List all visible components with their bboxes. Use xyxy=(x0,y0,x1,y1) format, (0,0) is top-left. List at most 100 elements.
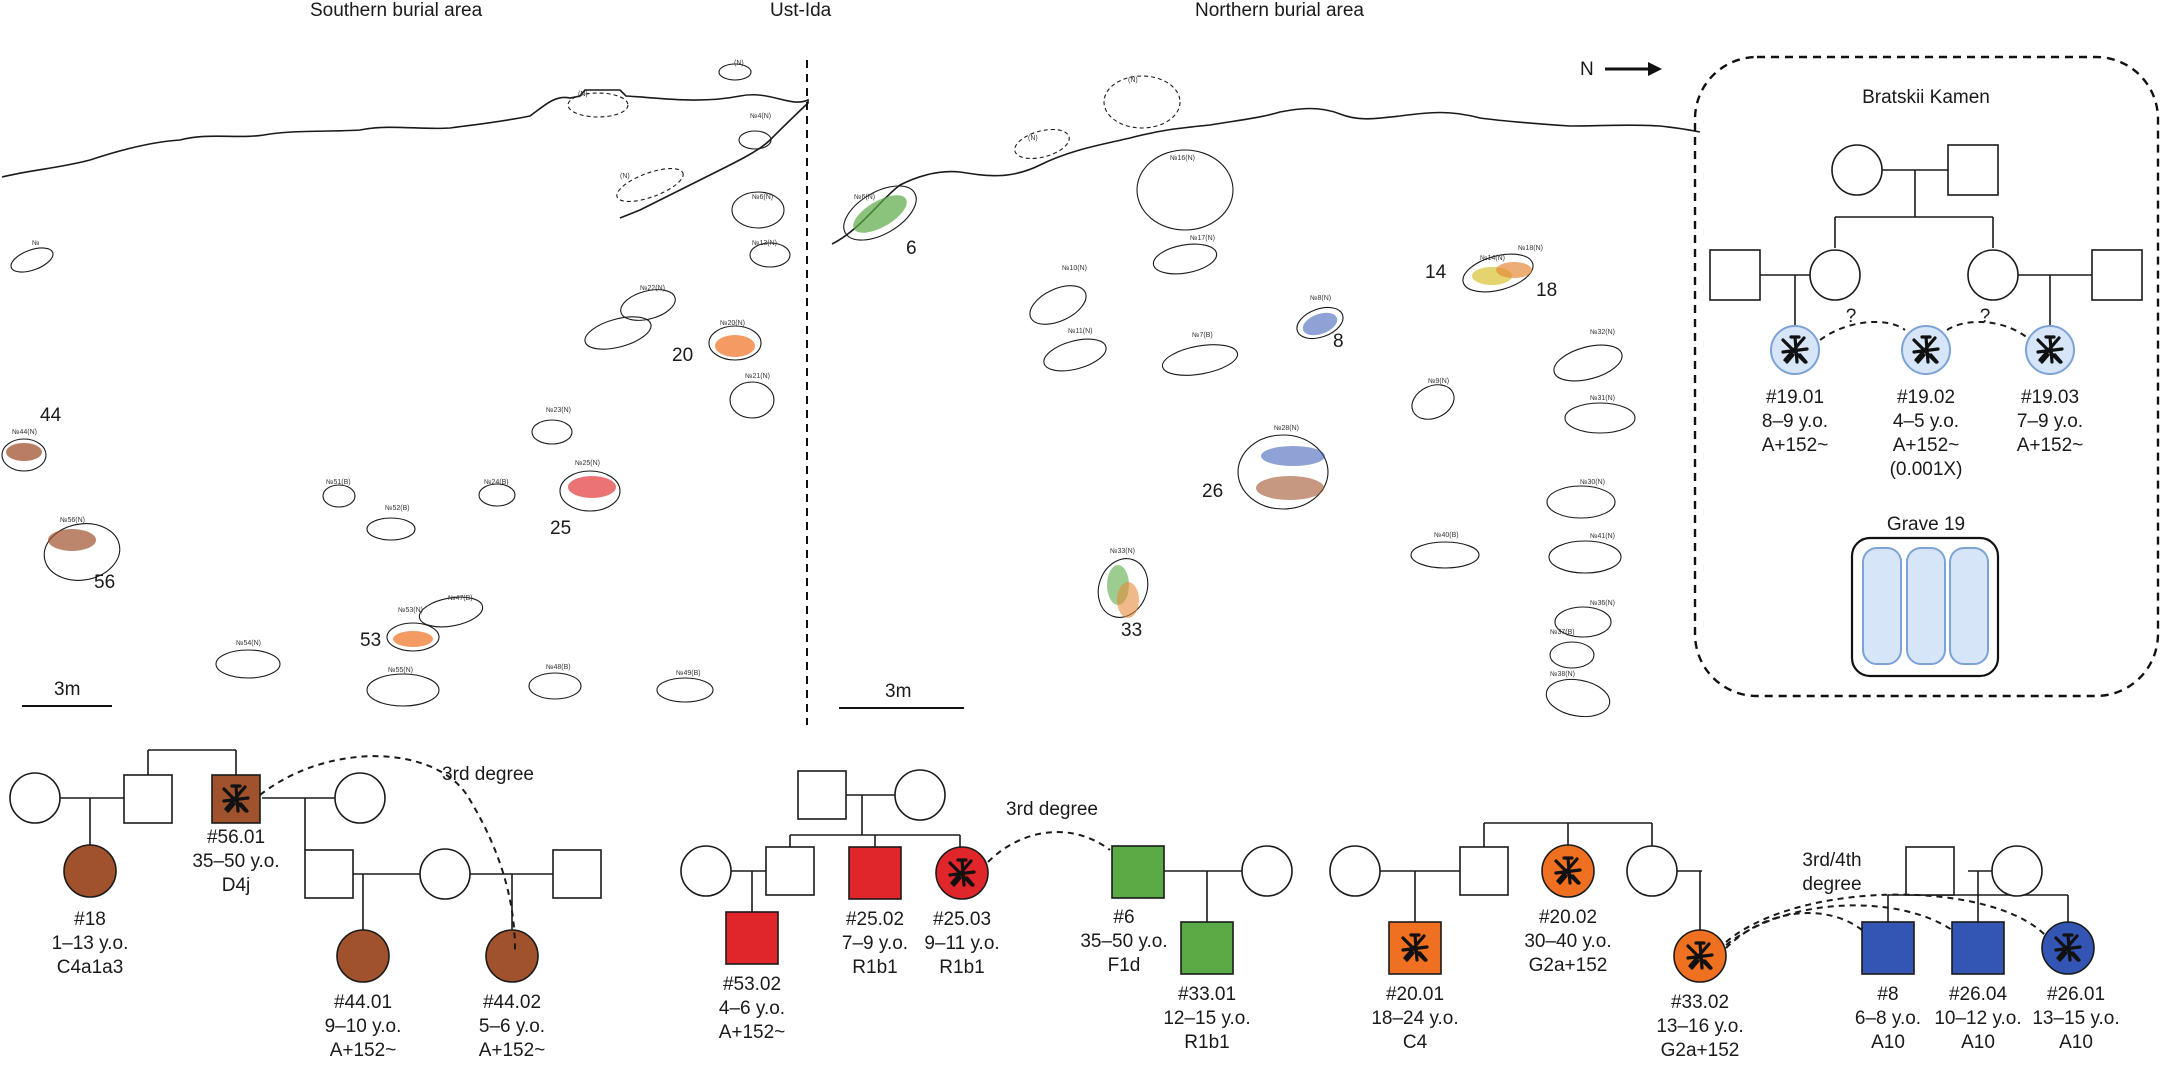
grave-number-26: 26 xyxy=(1202,481,1223,502)
individual-20-02-age: 30–40 y.o. xyxy=(1524,931,1611,952)
svg-text:(N): (N) xyxy=(620,173,630,180)
svg-text:№24(B): №24(B) xyxy=(484,479,509,486)
individual-26-04-symbol xyxy=(1951,921,2005,975)
individual-33-02-id: #33.02 xyxy=(1671,992,1729,1013)
svg-text:№18(N): №18(N) xyxy=(1518,245,1543,252)
svg-text:№22(N): №22(N) xyxy=(640,285,665,292)
individual-6-id: #6 xyxy=(1113,907,1134,928)
individual-25-03-symbol xyxy=(935,846,989,900)
uncertain-link-1: ? xyxy=(1846,306,1857,327)
individual-25-02-age: 7–9 y.o. xyxy=(842,933,908,954)
svg-text:№41(N): №41(N) xyxy=(1590,533,1615,540)
svg-text:№10(N): №10(N) xyxy=(1062,265,1087,272)
svg-text:№55(N): №55(N) xyxy=(388,667,413,674)
individual-19-03-id: #19.03 xyxy=(2021,387,2079,408)
svg-text:№52(B): №52(B) xyxy=(385,505,410,512)
individual-56-01-id: #56.01 xyxy=(207,827,265,848)
individual-25-02-symbol xyxy=(848,846,902,900)
individual-18-symbol xyxy=(63,844,117,898)
individual-19-02-age: 4–5 y.o. xyxy=(1893,411,1959,432)
pedigree-1: 3rd degree #18 1–13 y.o. C4a1a3 #56.01 3… xyxy=(9,749,602,1061)
individual-26-01-id: #26.01 xyxy=(2047,984,2105,1005)
individual-53-02-age: 4–6 y.o. xyxy=(719,998,785,1019)
grave-number-6: 6 xyxy=(906,238,917,259)
grave-number-20: 20 xyxy=(672,345,693,366)
individual-53-02-haplogroup: A+152~ xyxy=(719,1022,786,1043)
colored-graves xyxy=(1,185,1534,652)
individual-8-haplogroup: A10 xyxy=(1871,1032,1905,1053)
individual-25-02-haplogroup: R1b1 xyxy=(852,957,897,978)
svg-text:(N): (N) xyxy=(734,60,744,67)
individual-19-01-age: 8–9 y.o. xyxy=(1762,411,1828,432)
individual-44-01-id: #44.01 xyxy=(334,992,392,1013)
svg-text:№33(N): №33(N) xyxy=(1110,548,1135,555)
north-arrow-label: N xyxy=(1580,59,1594,80)
svg-text:№51(B): №51(B) xyxy=(326,479,351,486)
svg-text:№40(B): №40(B) xyxy=(1434,532,1459,539)
individual-26-04-id: #26.04 xyxy=(1949,984,2008,1005)
individual-20-01-age: 18–24 y.o. xyxy=(1371,1008,1458,1029)
individual-25-03-age: 9–11 y.o. xyxy=(924,933,999,954)
individual-19-02-note: (0.001X) xyxy=(1890,459,1963,480)
individual-56-01-age: 35–50 y.o. xyxy=(192,851,279,872)
individual-20-02-haplogroup: G2a+152 xyxy=(1529,955,1608,976)
individual-56-01-symbol xyxy=(211,774,261,824)
individual-44-02-id: #44.02 xyxy=(483,992,541,1013)
individual-33-01-symbol xyxy=(1180,921,1234,975)
individual-33-02-haplogroup: G2a+152 xyxy=(1661,1040,1740,1061)
svg-text:№16(N): №16(N) xyxy=(1170,155,1195,162)
individual-20-01-id: #20.01 xyxy=(1386,984,1444,1005)
individual-44-01-age: 9–10 y.o. xyxy=(325,1016,402,1037)
svg-text:№9(N): №9(N) xyxy=(1428,378,1449,385)
svg-text:№31(N): №31(N) xyxy=(1590,395,1615,402)
svg-text:№53(N): №53(N) xyxy=(398,607,423,614)
svg-text:№14(N): №14(N) xyxy=(1480,255,1505,262)
individual-19-03-symbol xyxy=(2025,325,2075,375)
grave-outlines xyxy=(10,63,1636,718)
scale-label-right: 3m xyxy=(885,681,911,702)
grave-number-53: 53 xyxy=(360,630,381,651)
individual-25-03-id: #25.03 xyxy=(933,909,991,930)
svg-text:№28(N): №28(N) xyxy=(1274,425,1299,432)
north-arrow-icon xyxy=(1605,62,1662,76)
individual-18-age: 1–13 y.o. xyxy=(52,933,129,954)
svg-text:№36(N): №36(N) xyxy=(1590,600,1615,607)
header-southern-burial-area: Southern burial area xyxy=(310,0,483,21)
tiny-grave-labels: № (N) №4(N) (N) (N) №6(N) №13(N) №22(N) … xyxy=(12,60,1615,678)
terrain-line-north xyxy=(831,107,1701,245)
grave-number-33: 33 xyxy=(1121,620,1142,641)
individual-26-01-age: 13–15 y.o. xyxy=(2032,1008,2119,1029)
svg-text:№: № xyxy=(32,240,40,247)
grave-19-title: Grave 19 xyxy=(1887,514,1965,535)
grave-number-56: 56 xyxy=(94,572,115,593)
individual-25-02-id: #25.02 xyxy=(846,909,904,930)
svg-text:№25(N): №25(N) xyxy=(575,460,600,467)
grave-number-8: 8 xyxy=(1333,331,1344,352)
grave-number-44: 44 xyxy=(40,405,62,426)
svg-text:№47(B): №47(B) xyxy=(448,595,473,602)
uncertain-link-2: ? xyxy=(1980,306,1991,327)
scale-label-left: 3m xyxy=(54,679,80,700)
header-ust-ida: Ust-Ida xyxy=(770,0,832,21)
svg-text:№23(N): №23(N) xyxy=(546,407,571,414)
individual-26-04-age: 10–12 y.o. xyxy=(1934,1008,2021,1029)
individual-56-01-haplogroup: D4j xyxy=(222,875,251,896)
individual-6-age: 35–50 y.o. xyxy=(1080,931,1167,952)
individual-18-id: #18 xyxy=(74,909,106,930)
individual-20-02-symbol xyxy=(1541,844,1595,898)
ped1-degree-label: 3rd degree xyxy=(442,764,534,785)
svg-text:№8(N): №8(N) xyxy=(1310,295,1331,302)
svg-text:№48(B): №48(B) xyxy=(546,664,571,671)
svg-text:№32(N): №32(N) xyxy=(1590,329,1615,336)
individual-19-01-id: #19.01 xyxy=(1766,387,1824,408)
individual-25-03-haplogroup: R1b1 xyxy=(939,957,984,978)
individual-19-03-haplogroup: A+152~ xyxy=(2017,435,2084,456)
svg-text:№21(N): №21(N) xyxy=(745,373,770,380)
individual-33-02-age: 13–16 y.o. xyxy=(1656,1016,1743,1037)
ped3-degree-label-1: 3rd/4th xyxy=(1802,850,1861,871)
individual-8-id: #8 xyxy=(1877,984,1898,1005)
individual-26-01-haplogroup: A10 xyxy=(2059,1032,2093,1053)
individual-20-02-id: #20.02 xyxy=(1539,907,1597,928)
